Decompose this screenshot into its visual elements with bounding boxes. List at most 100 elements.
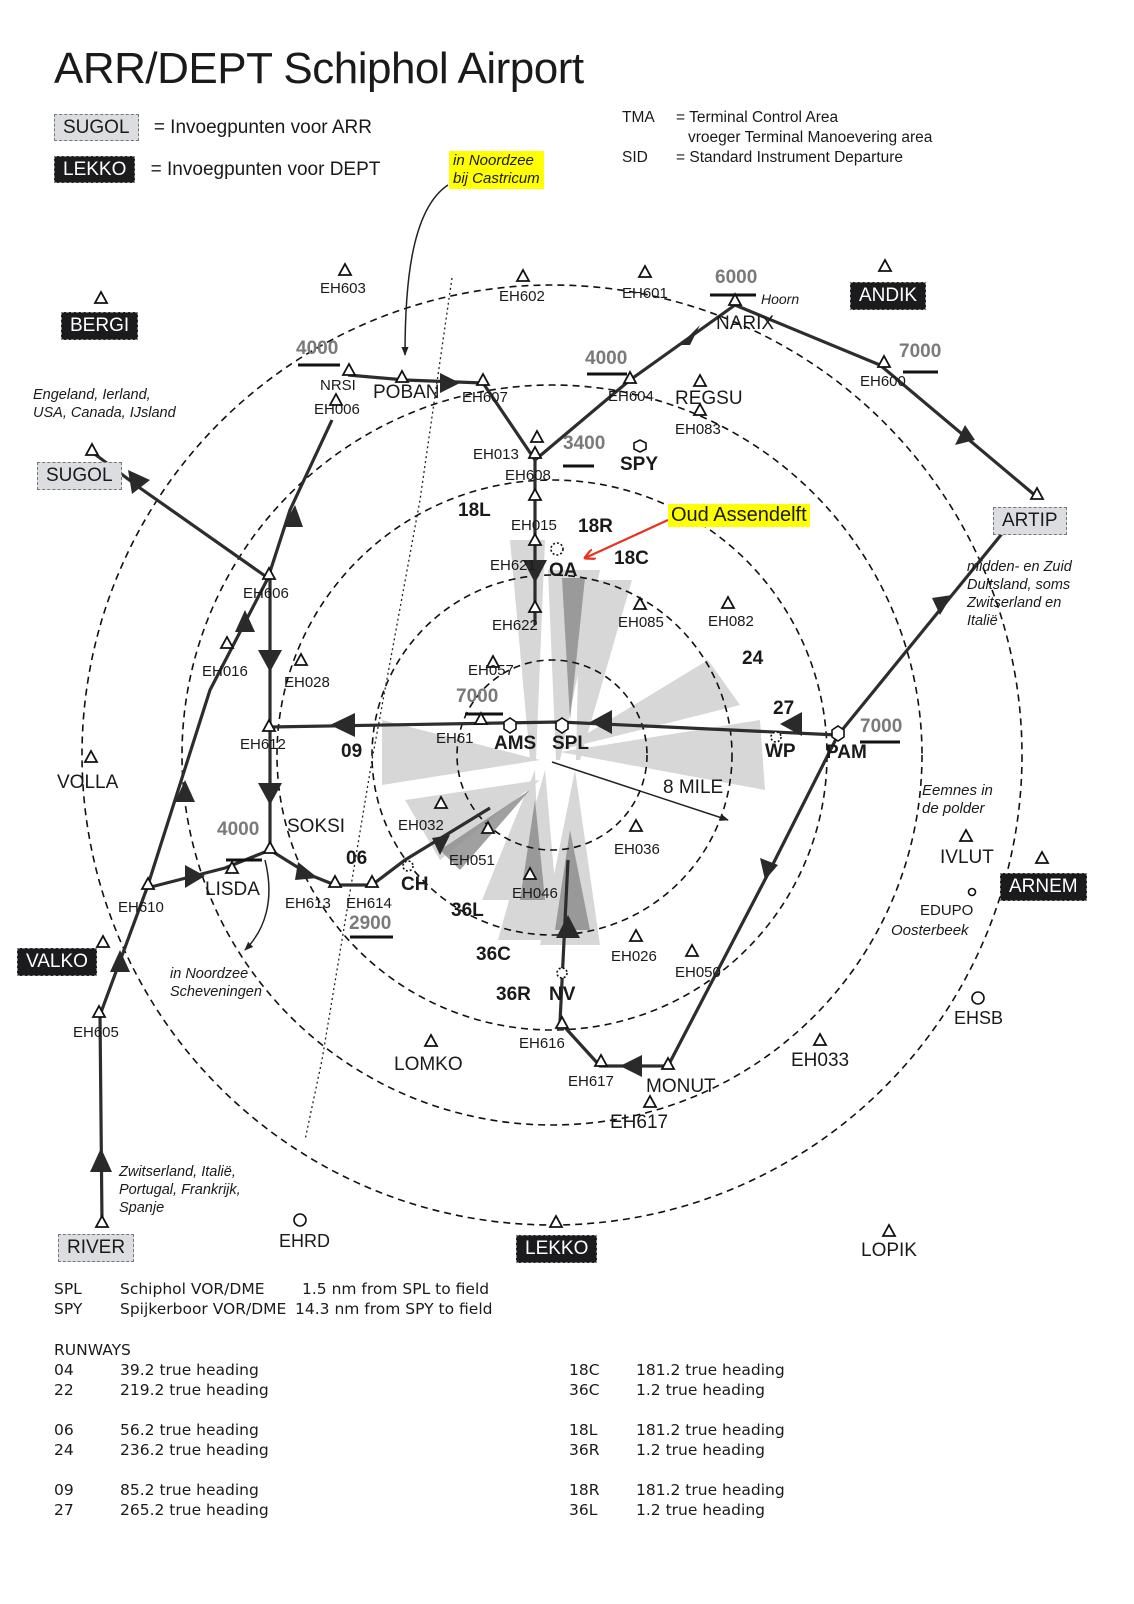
waypoint-triangle-icon [692, 373, 708, 387]
def-text: = Terminal Control Area [676, 109, 839, 126]
waypoint-triangle-icon [527, 532, 543, 546]
range-ring [371, 574, 733, 936]
waypoint-label: IVLUT [940, 847, 994, 868]
note-line: Scheveningen [170, 984, 262, 1000]
beacon-name: Spijkerboor VOR/DME [120, 1300, 287, 1318]
cone-18C [576, 580, 632, 760]
runway-heading: 1.2 true heading [636, 1381, 765, 1399]
def-text: vroeger Terminal Manoevering area [688, 129, 933, 146]
legend-arr-box: SUGOL [54, 114, 139, 141]
definitions: TMA = Terminal Control Area vroeger Termi… [622, 108, 932, 168]
runway-id: 36L [569, 1501, 598, 1519]
arrow-icon [680, 325, 700, 345]
waypoint-triangle-icon [727, 292, 743, 306]
waypoint-label: EH057 [468, 662, 514, 679]
waypoint-label: EH028 [284, 674, 330, 691]
runway-label: 18L [458, 500, 491, 521]
altitude-label: 4000 [296, 338, 339, 359]
waypoint-triangle-icon [593, 1053, 609, 1067]
note-hoorn: Hoorn [761, 291, 800, 307]
waypoint-triangle-icon [632, 596, 648, 610]
legend-dep-box: LEKKO [54, 156, 136, 183]
waypoint-label: EH085 [618, 614, 664, 631]
runway-label: 09 [341, 741, 363, 762]
entry-point-dep: VALKO [17, 948, 97, 976]
waypoint-triangle-icon [341, 362, 357, 376]
arrow-icon [760, 858, 778, 880]
arrow-icon [258, 783, 282, 805]
range-rings [81, 284, 1023, 1226]
runway-id: 27 [54, 1501, 74, 1519]
runway-row: 18L 181.2 true heading [569, 1421, 785, 1439]
runway-heading: 181.2 true heading [636, 1421, 785, 1439]
note-line: in Noordzee [170, 966, 249, 982]
entry-point-dep: ARNEM [1000, 873, 1087, 901]
legend-dep: LEKKO = Invoegpunten voor DEPT [54, 156, 380, 183]
route-eh610-lisda [146, 848, 271, 890]
waypoint-triangle-icon [522, 866, 538, 880]
waypoint-label: NARIX [716, 313, 775, 334]
note-england: Engeland, Ierland,USA, Canada, IJsland [33, 386, 176, 422]
note-line: Portugal, Frankrijk, [119, 1182, 241, 1198]
waypoint-triangle-icon [473, 711, 489, 725]
waypoint-label: EH621 [490, 557, 536, 574]
runway-id: 18L [569, 1421, 598, 1439]
waypoint-triangle-icon [364, 874, 380, 888]
point-label: CH [401, 874, 429, 895]
waypoint-label: EH607 [462, 389, 508, 406]
altitude-label: 2900 [349, 913, 392, 934]
waypoint-triangle-icon [1034, 850, 1050, 864]
waypoint-label: REGSU [675, 388, 743, 409]
waypoint-label: EH006 [314, 401, 360, 418]
arrow-icon [283, 505, 303, 527]
waypoint-triangle-icon [548, 1214, 564, 1228]
waypoint-triangle-icon [877, 258, 893, 272]
range-ring [456, 659, 648, 851]
runway-label: 36L [451, 900, 484, 921]
waypoint-label: EH601 [622, 285, 668, 302]
waypoint-label: EH082 [708, 613, 754, 630]
runway-id: 04 [54, 1361, 74, 1379]
waypoint-label: EH602 [499, 288, 545, 305]
arrow-icon [620, 1055, 642, 1077]
runway-heading: 1.2 true heading [636, 1501, 765, 1519]
airfield-icon-ehrd [293, 1213, 307, 1227]
waypoint-triangle-icon [515, 268, 531, 282]
waypoint-label: EH604 [608, 388, 654, 405]
runways-title: RUNWAYS [54, 1341, 131, 1359]
def-abbr: TMA [622, 109, 655, 126]
arrow-icon [330, 713, 355, 737]
cone-dark [562, 578, 585, 720]
arrow-icon [90, 1148, 112, 1172]
runway-label: 24 [742, 648, 764, 669]
scheveningen-pointer [244, 859, 270, 951]
arrow-icon [955, 425, 975, 445]
beacon-label: SPY [620, 454, 659, 475]
waypoint-triangle-icon [628, 928, 644, 942]
waypoint-label: LOMKO [394, 1054, 463, 1075]
point-icon-ch [402, 860, 414, 872]
beacon-name: Schiphol VOR/DME [120, 1280, 265, 1298]
waypoint-label: EH016 [202, 663, 248, 680]
note-line: Zwitserland en [967, 595, 1062, 611]
note-oosterbeek: Oosterbeek [891, 922, 969, 939]
runway-heading: 265.2 true heading [120, 1501, 269, 1519]
entry-point-dep: ANDIK [850, 282, 927, 310]
waypoint-label: EH013 [473, 446, 519, 463]
point-icon-oa [550, 542, 564, 556]
legend-arr-text: = Invoegpunten voor ARR [153, 117, 372, 138]
waypoint-triangle-icon [394, 369, 410, 383]
beacon-label: EHRD [279, 1231, 331, 1251]
note-line: Spanje [119, 1200, 165, 1216]
altitude-label: 4000 [217, 819, 260, 840]
note-line: in Noordzee [453, 152, 534, 169]
waypoint-triangle-icon [642, 1094, 658, 1108]
waypoint-triangle-icon [622, 370, 638, 384]
entry-point-arr: RIVER [58, 1234, 135, 1262]
runway-heading: 56.2 true heading [120, 1421, 259, 1439]
